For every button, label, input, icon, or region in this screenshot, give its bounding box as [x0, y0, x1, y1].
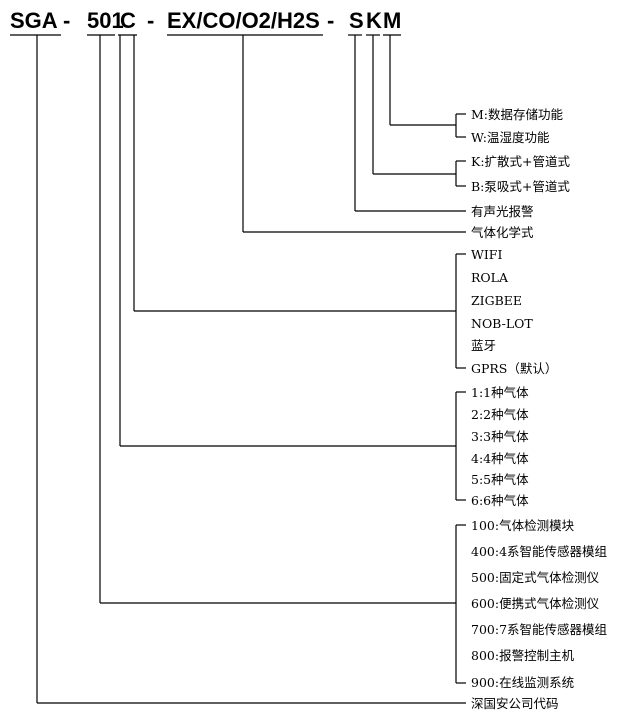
- model-option-400: 400:4系智能传感器模组: [471, 544, 607, 559]
- gas-formula-option: 气体化学式: [471, 225, 534, 240]
- gas-count-option-1: 1:1种气体: [471, 385, 529, 400]
- model-option-600: 600:便携式气体检测仪: [471, 596, 600, 611]
- code-alarm-segment: S: [349, 8, 364, 33]
- code-function-segment: M: [383, 8, 401, 33]
- code-gas-segment: EX/CO/O2/H2S: [167, 8, 320, 33]
- comm-option-wifi: WIFI: [471, 247, 502, 262]
- function-option-storage: M:数据存储功能: [471, 107, 564, 122]
- comm-option-nob-lot: NOB-LOT: [471, 316, 533, 331]
- comm-option-rola: ROLA: [471, 270, 509, 285]
- code-comm-segment: C: [120, 8, 136, 33]
- code-mount-segment: K: [366, 8, 382, 33]
- gas-count-option-2: 2:2种气体: [471, 407, 529, 422]
- function-option-temp-humidity: W:温湿度功能: [471, 130, 550, 145]
- model-option-500: 500:固定式气体检测仪: [471, 570, 600, 585]
- gas-count-option-6: 6:6种气体: [471, 493, 529, 508]
- code-dash: -: [147, 8, 154, 33]
- gas-count-option-4: 4:4种气体: [471, 451, 529, 466]
- code-dash: -: [63, 8, 70, 33]
- comm-option-bluetooth: 蓝牙: [471, 338, 496, 353]
- comm-option-zigbee: ZIGBEE: [471, 293, 522, 308]
- model-code-header: SGA - 501 C - EX/CO/O2/H2S - S K M: [10, 8, 401, 33]
- code-model-segment: 501: [87, 8, 124, 33]
- model-option-900: 900:在线监测系统: [471, 675, 574, 690]
- gas-count-option-3: 3:3种气体: [471, 429, 529, 444]
- comm-option-gprs: GPRS（默认）: [471, 361, 557, 376]
- mount-option-pump: B:泵吸式+管道式: [471, 179, 570, 194]
- model-option-100: 100:气体检测模块: [471, 518, 575, 533]
- alarm-option: 有声光报警: [471, 204, 534, 219]
- code-company-segment: SGA: [10, 8, 58, 33]
- code-dash: -: [327, 8, 334, 33]
- mount-option-diffusion: K:扩散式+管道式: [471, 154, 571, 169]
- connector-lines: [36, 35, 466, 704]
- company-code-label: 深国安公司代码: [471, 696, 559, 711]
- option-labels: M:数据存储功能 W:温湿度功能 K:扩散式+管道式 B:泵吸式+管道式 有声光…: [471, 107, 607, 711]
- gas-count-option-5: 5:5种气体: [471, 472, 529, 487]
- model-option-800: 800:报警控制主机: [471, 648, 575, 663]
- model-option-700: 700:7系智能传感器模组: [471, 622, 607, 637]
